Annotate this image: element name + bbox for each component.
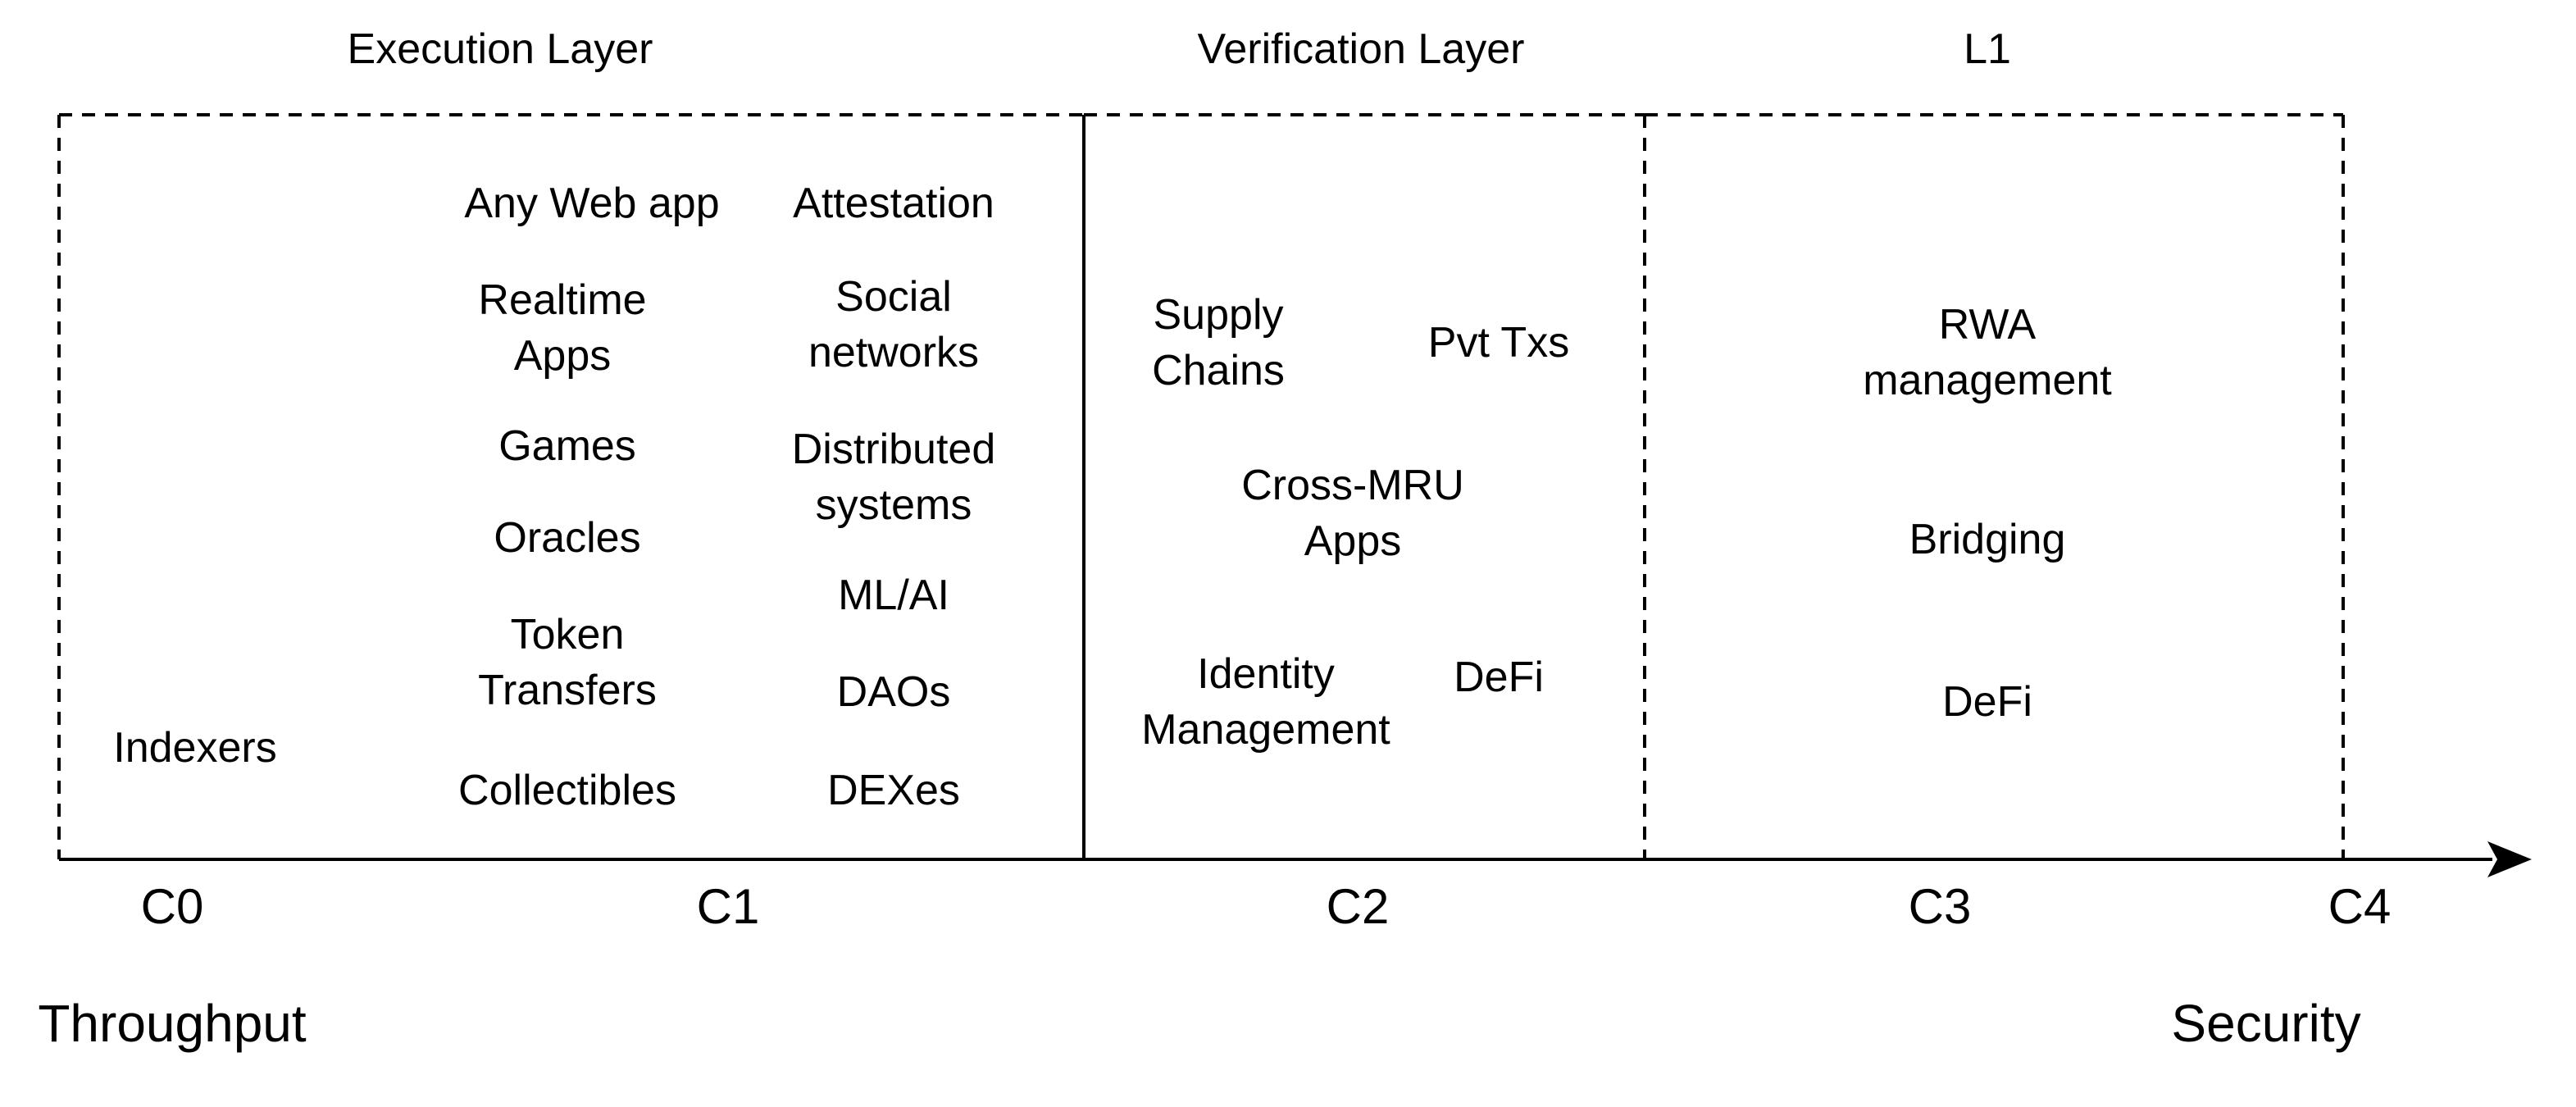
item-realtime-apps: Realtime Apps (478, 276, 647, 380)
axis-start-label: Throughput (38, 994, 307, 1053)
execution-layer-title: Execution Layer (347, 25, 653, 73)
axis-arrowhead-icon (2487, 841, 2532, 877)
item-token-transfers: Token Transfers (478, 611, 657, 714)
item-social-networks: Social networks (808, 273, 980, 376)
item-indexers: Indexers (113, 724, 277, 772)
item-ml-ai: ML/AI (838, 572, 949, 619)
item-attestation: Attestation (793, 180, 994, 227)
item-cross-mru-apps: Cross-MRU Apps (1241, 462, 1464, 565)
item-bridging: Bridging (1909, 516, 2066, 563)
item-oracles: Oracles (494, 514, 641, 562)
item-dexes: DEXes (827, 767, 960, 814)
item-rwa-management: RWA management (1863, 301, 2112, 404)
item-supply-chains: Supply Chains (1152, 291, 1285, 394)
verification-layer-title: Verification Layer (1197, 25, 1525, 73)
axis-tick-c3: C3 (1908, 879, 1972, 934)
item-collectibles: Collectibles (458, 767, 676, 814)
l1-layer-title: L1 (1964, 25, 2011, 73)
axis-tick-c0: C0 (140, 879, 204, 934)
item-pvt-txs: Pvt Txs (1427, 319, 1570, 367)
item-games: Games (498, 422, 636, 470)
axis-end-label: Security (2171, 994, 2361, 1053)
item-defi-l1: DeFi (1942, 678, 2032, 726)
axis-tick-c4: C4 (2328, 879, 2392, 934)
item-defi-verification: DeFi (1454, 654, 1544, 701)
item-any-web-app: Any Web app (464, 180, 720, 227)
item-distributed-systems: Distributed systems (791, 426, 996, 529)
axis-tick-c1: C1 (696, 879, 760, 934)
item-daos: DAOs (836, 668, 951, 716)
item-identity-management: Identity Management (1141, 650, 1390, 754)
axis-tick-c2: C2 (1326, 879, 1390, 934)
